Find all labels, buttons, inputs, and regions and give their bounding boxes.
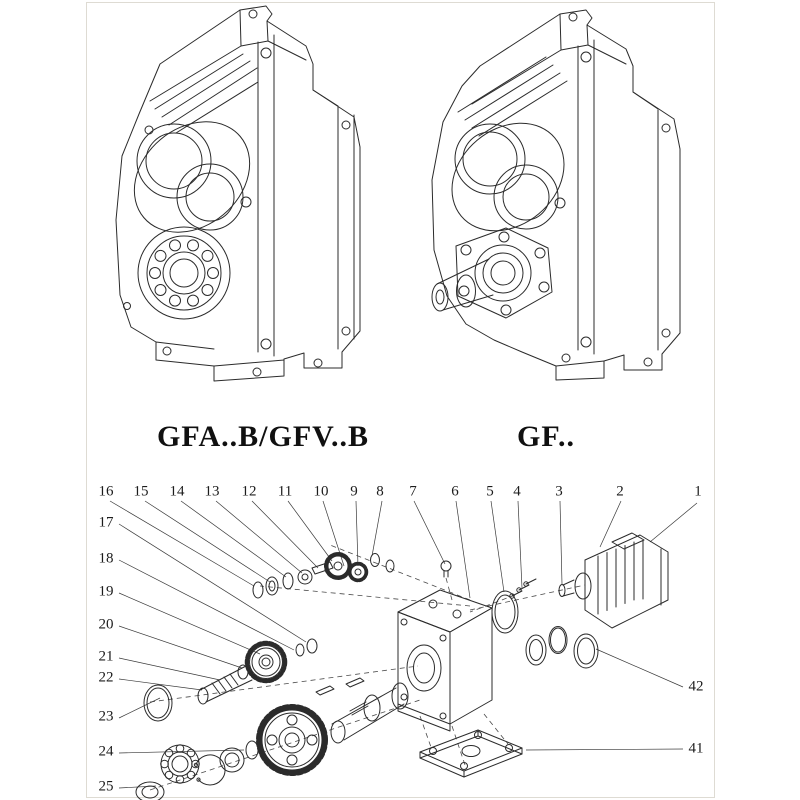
part-callout: 3 (555, 483, 563, 500)
callout-leader-lines (110, 501, 697, 788)
part-callout: 41 (688, 740, 704, 757)
part-callout: 17 (98, 514, 114, 531)
part-callout: 16 (98, 483, 114, 500)
part-callout: 9 (350, 483, 358, 500)
exploded-housing (398, 590, 492, 731)
part-callout: 23 (98, 708, 114, 725)
part-callout: 22 (98, 669, 114, 686)
output-shaft-parts (259, 678, 408, 773)
part-callout: 1 (694, 483, 702, 500)
part-callout: 8 (376, 483, 384, 500)
part-callout: 15 (133, 483, 149, 500)
part-callout: 21 (98, 648, 114, 665)
part-callout: 25 (98, 778, 114, 795)
part-callout: 10 (313, 483, 329, 500)
part-callout: 7 (409, 483, 417, 500)
part-callout: 20 (98, 616, 114, 633)
bearing-rollers (150, 240, 219, 306)
output-bearing-parts (136, 741, 258, 800)
bottom-cover-plate (420, 730, 522, 777)
part-callout: 4 (513, 483, 521, 500)
part-callout: 5 (486, 483, 494, 500)
gearbox-right-drawing (430, 10, 680, 380)
part-callout: 11 (277, 483, 293, 500)
exploded-view-diagram (110, 501, 697, 800)
part-callout: 12 (241, 483, 257, 500)
model-label-left: GFA..B/GFV..B (157, 420, 369, 453)
part-callout: 2 (616, 483, 624, 500)
exploded-motor (559, 533, 668, 628)
part-callout: 19 (98, 583, 114, 600)
part-callout: 13 (204, 483, 220, 500)
part-callout: 14 (169, 483, 185, 500)
part-callout: 24 (98, 743, 114, 760)
model-label-right: GF.. (517, 420, 575, 453)
input-shaft-parts (253, 554, 451, 599)
part-callout: 42 (688, 678, 704, 695)
gearbox-left-drawing (112, 6, 360, 381)
part-callout: 18 (98, 550, 114, 567)
part-callout: 6 (451, 483, 459, 500)
motor-side-rings (492, 579, 598, 668)
intermediate-shaft-parts (144, 639, 317, 721)
